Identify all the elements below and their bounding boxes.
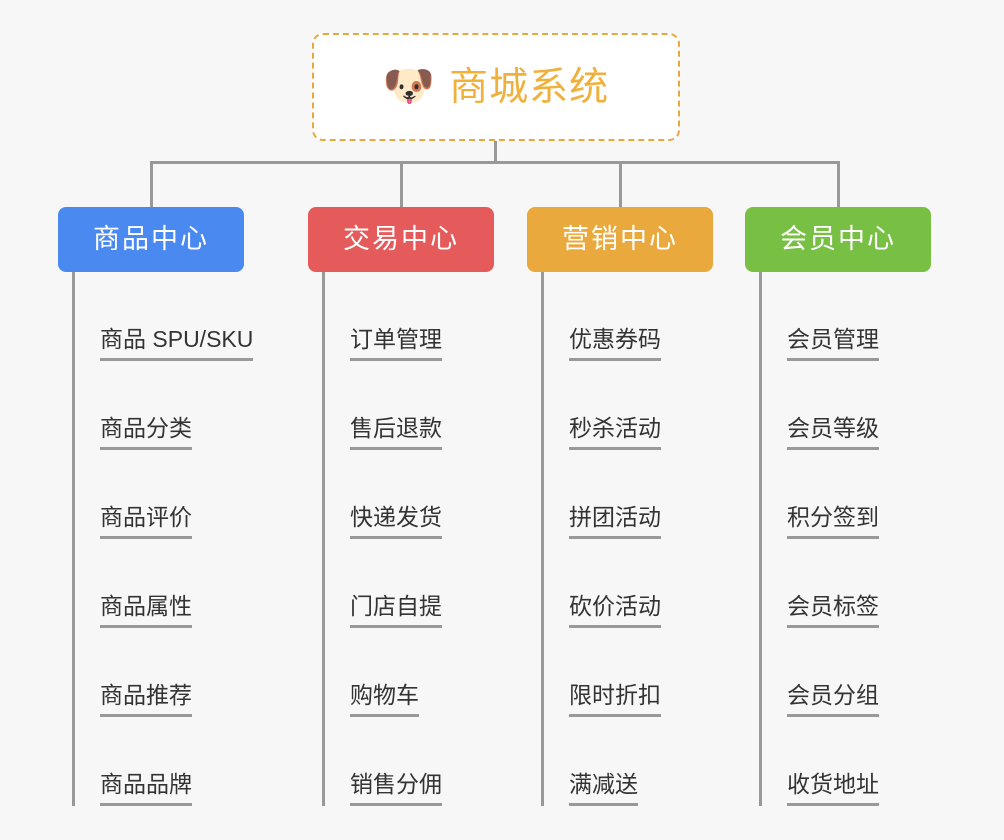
leaf-item-label: 限时折扣 — [569, 682, 661, 717]
connector-branch-1 — [150, 161, 153, 207]
connector-spine-product-center — [72, 272, 75, 806]
leaf-item[interactable]: 商品属性 — [72, 539, 244, 628]
leaf-item-label: 订单管理 — [350, 326, 442, 361]
leaf-item[interactable]: 会员标签 — [759, 539, 931, 628]
leaf-item-label: 商品评价 — [100, 504, 192, 539]
leaf-item[interactable]: 收货地址 — [759, 717, 931, 806]
leaf-item[interactable]: 售后退款 — [322, 361, 494, 450]
leaf-item[interactable]: 销售分佣 — [322, 717, 494, 806]
leaf-item-label: 购物车 — [350, 682, 419, 717]
leaf-item[interactable]: 砍价活动 — [541, 539, 713, 628]
column-trade-center: 交易中心订单管理售后退款快递发货门店自提购物车销售分佣 — [308, 207, 494, 806]
connector-spine-trade-center — [322, 272, 325, 806]
leaf-item-label: 门店自提 — [350, 593, 442, 628]
leaf-item-label: 优惠券码 — [569, 326, 661, 361]
leaf-item-label: 快递发货 — [350, 504, 442, 539]
column-body-trade-center: 订单管理售后退款快递发货门店自提购物车销售分佣 — [322, 272, 494, 806]
leaf-item-label: 会员管理 — [787, 326, 879, 361]
leaf-item[interactable]: 门店自提 — [322, 539, 494, 628]
leaf-item[interactable]: 商品品牌 — [72, 717, 244, 806]
leaf-item-label: 砍价活动 — [569, 593, 661, 628]
connector-root-drop — [494, 141, 497, 163]
shiba-dog-face-icon: 🐶 — [382, 62, 436, 109]
category-header-trade-center[interactable]: 交易中心 — [308, 207, 494, 272]
leaf-item[interactable]: 限时折扣 — [541, 628, 713, 717]
leaf-item[interactable]: 优惠券码 — [541, 272, 713, 361]
leaf-item-label: 售后退款 — [350, 415, 442, 450]
root-node-label: 商城系统 — [449, 65, 610, 109]
leaf-item-label: 拼团活动 — [569, 504, 661, 539]
column-body-member-center: 会员管理会员等级积分签到会员标签会员分组收货地址 — [759, 272, 931, 806]
connector-branch-4 — [837, 161, 840, 207]
leaf-item[interactable]: 会员等级 — [759, 361, 931, 450]
connector-branch-2 — [400, 161, 403, 207]
leaf-item-label: 销售分佣 — [350, 771, 442, 806]
column-member-center: 会员中心会员管理会员等级积分签到会员标签会员分组收货地址 — [745, 207, 931, 806]
root-node-shopping-mall-system[interactable]: 🐶 商城系统 — [312, 33, 680, 141]
leaf-item-label: 商品推荐 — [100, 682, 192, 717]
leaf-item-label: 收货地址 — [787, 771, 879, 806]
leaf-item-label: 满减送 — [569, 771, 638, 806]
leaf-item[interactable]: 秒杀活动 — [541, 361, 713, 450]
leaf-item-label: 商品品牌 — [100, 771, 192, 806]
leaf-item[interactable]: 积分签到 — [759, 450, 931, 539]
leaf-item-label: 会员等级 — [787, 415, 879, 450]
category-header-member-center[interactable]: 会员中心 — [745, 207, 931, 272]
connector-horizontal-bus — [150, 161, 840, 164]
leaf-item[interactable]: 满减送 — [541, 717, 713, 806]
leaf-item-label: 秒杀活动 — [569, 415, 661, 450]
leaf-item[interactable]: 快递发货 — [322, 450, 494, 539]
leaf-item[interactable]: 商品分类 — [72, 361, 244, 450]
category-header-marketing-center[interactable]: 营销中心 — [527, 207, 713, 272]
leaf-item[interactable]: 拼团活动 — [541, 450, 713, 539]
leaf-item-label: 会员分组 — [787, 682, 879, 717]
connector-branch-3 — [619, 161, 622, 207]
leaf-item[interactable]: 购物车 — [322, 628, 494, 717]
column-body-product-center: 商品 SPU/SKU 商品分类商品评价商品属性商品推荐商品品牌 — [72, 272, 254, 806]
leaf-item[interactable]: 商品评价 — [72, 450, 244, 539]
leaf-item-label: 商品 SPU/SKU — [100, 326, 254, 361]
leaf-item-label: 积分签到 — [787, 504, 879, 539]
leaf-item[interactable]: 商品推荐 — [72, 628, 244, 717]
leaf-item[interactable]: 商品 SPU/SKU — [72, 272, 254, 361]
category-header-product-center[interactable]: 商品中心 — [58, 207, 244, 272]
leaf-item-label: 会员标签 — [787, 593, 879, 628]
connector-spine-marketing-center — [541, 272, 544, 806]
connector-spine-member-center — [759, 272, 762, 806]
column-marketing-center: 营销中心优惠券码秒杀活动拼团活动砍价活动限时折扣满减送 — [527, 207, 713, 806]
leaf-item-label: 商品属性 — [100, 593, 192, 628]
leaf-item[interactable]: 会员管理 — [759, 272, 931, 361]
column-body-marketing-center: 优惠券码秒杀活动拼团活动砍价活动限时折扣满减送 — [541, 272, 713, 806]
leaf-item[interactable]: 订单管理 — [322, 272, 494, 361]
column-product-center: 商品中心商品 SPU/SKU 商品分类商品评价商品属性商品推荐商品品牌 — [58, 207, 254, 806]
leaf-item[interactable]: 会员分组 — [759, 628, 931, 717]
leaf-item-label: 商品分类 — [100, 415, 192, 450]
